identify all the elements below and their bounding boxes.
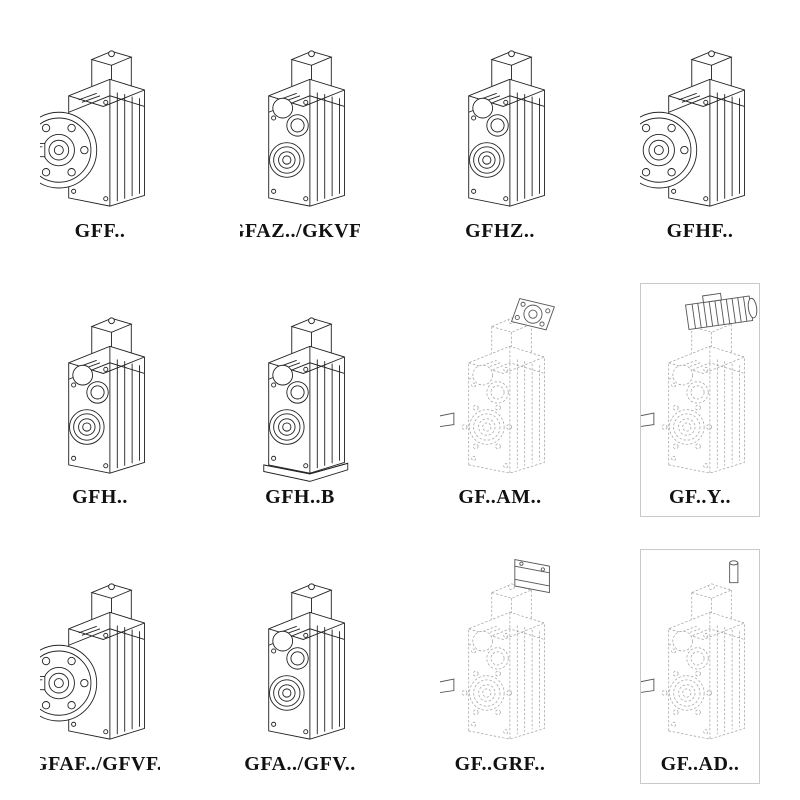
catalog-item-gfh-b: GFH..B [240,283,360,518]
model-label: GFH.. [72,486,128,509]
gearbox-drawing-hollow-bore [68,317,145,474]
gearbox-drawing-with-motor [640,287,759,474]
catalog-item-gfaz-gkvf: GFAZ../GKVF.. [240,16,360,251]
catalog-item-gf-y: GF..Y.. [640,282,760,518]
model-label: GF..GRF.. [454,752,546,775]
catalog-item-gf-grf: GF..GRF.. [440,549,560,784]
model-label: GFAF../GFVF.. [40,752,160,775]
gearbox-drawing-motor-adapter-flange [440,297,555,474]
model-label: GFAZ../GKVF.. [240,219,360,242]
catalog-item-gf-ad: GF..AD.. [640,549,760,784]
catalog-item-gfhf: GFHF.. [640,16,760,251]
gearbox-drawing-flange-shaft [40,583,145,740]
model-label: GF..AD.. [660,752,740,775]
gearbox-drawing-hollow-bore [268,50,345,207]
model-label: GFH..B [265,486,335,509]
model-label: GF..AM.. [458,486,542,509]
gearbox-drawing-foot-mounted [263,317,349,482]
gearbox-drawing-hollow-bore [268,583,345,740]
model-label: GF..Y.. [668,486,732,509]
gearbox-drawing-hollow-bore [468,50,545,207]
catalog-item-gfh: GFH.. [40,283,160,518]
gearbox-drawing-top-input-shaft [640,560,745,740]
gearbox-drawing-flange-hollow [640,50,745,207]
model-label: GFF.. [74,219,126,242]
model-label: GFHZ.. [465,219,535,242]
catalog-item-gff: GFF.. [40,16,160,251]
gearbox-drawing-input-adapter [440,559,550,740]
catalog-item-gfaf-gfvf: GFAF../GFVF.. [40,549,160,784]
model-label: GFA../GFV.. [244,752,356,775]
catalog-item-gfhz: GFHZ.. [440,16,560,251]
gearbox-drawing-flange-shaft [40,50,145,207]
catalog-item-gfa-gfv: GFA../GFV.. [240,549,360,784]
catalog-item-gf-am: GF..AM.. [440,283,560,518]
model-label: GFHF.. [666,219,734,242]
